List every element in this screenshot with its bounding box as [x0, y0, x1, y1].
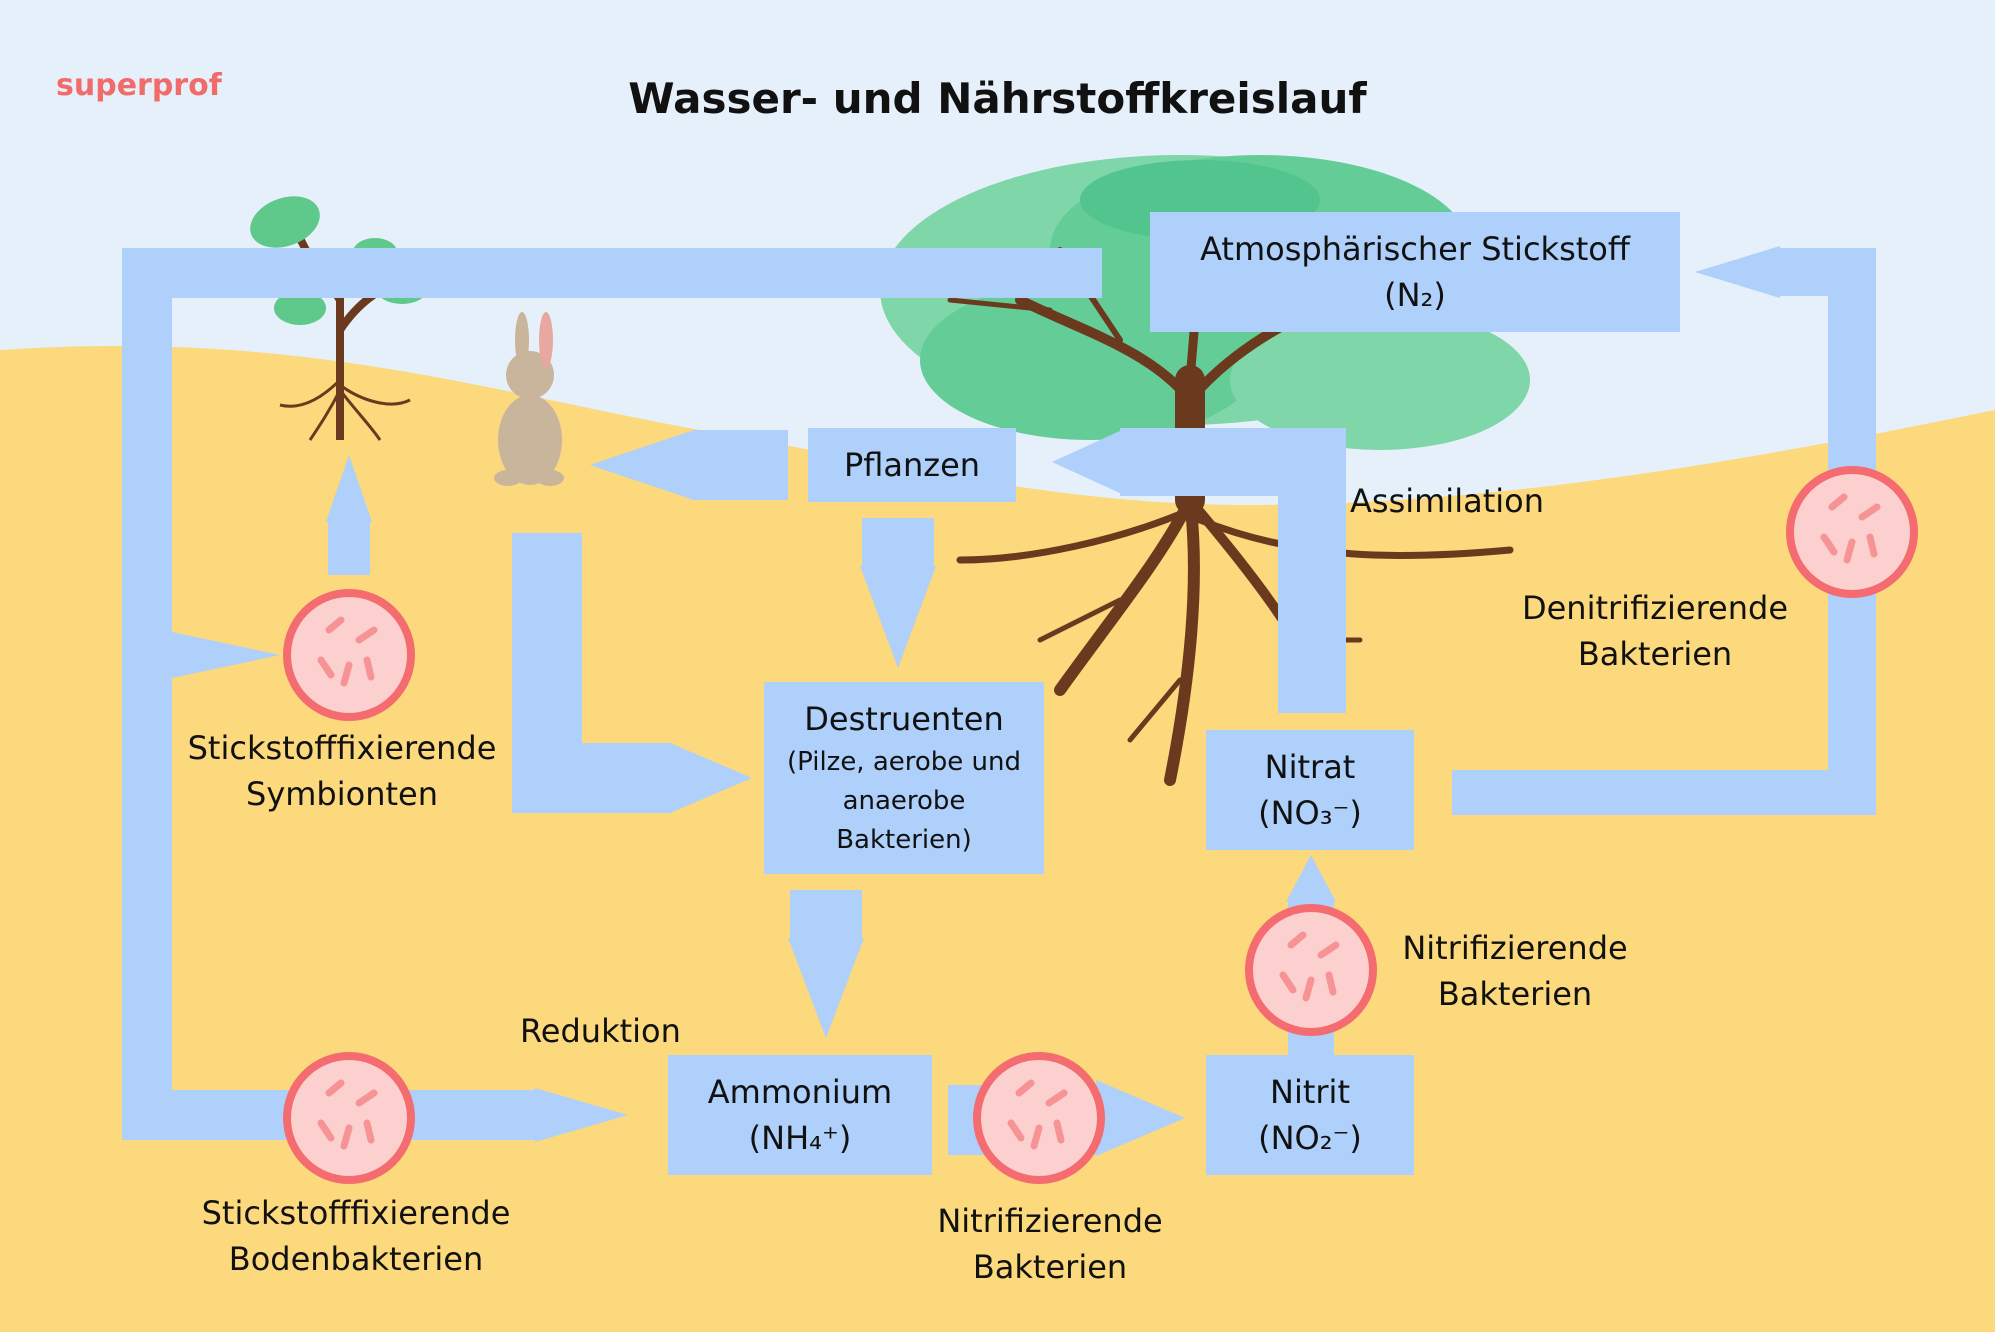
- brand-logo: superprof: [56, 68, 222, 103]
- label-nitrogen-fixing-symbionts: Stickstofffixierende Symbionten: [172, 725, 512, 818]
- box-label: Pflanzen: [843, 445, 981, 484]
- box-label: Nitrit: [1270, 1072, 1350, 1111]
- box-destruenten: Destruenten (Pilze, aerobe und anaerobe …: [764, 682, 1044, 874]
- box-nitrit: Nitrit (NO₂⁻): [1206, 1055, 1414, 1175]
- arrow-to-ammonium-head: [535, 1088, 628, 1142]
- label-denitrifying-bacteria: Denitrifizierende Bakterien: [1510, 585, 1800, 678]
- arrow-right-top: [1780, 248, 1876, 296]
- arrow-to-pflanzen-head: [1052, 430, 1122, 494]
- box-ammonium: Ammonium (NH₄⁺): [668, 1055, 932, 1175]
- box-label: Atmosphärischer Stickstoff: [1200, 229, 1630, 268]
- label-line: Bakterien: [1577, 635, 1733, 674]
- box-formula: (NO₃⁻): [1258, 794, 1362, 832]
- arrow-symb-up: [328, 520, 370, 575]
- arrow-assim-left: [1120, 428, 1346, 496]
- label-nitrogen-fixing-soil-bacteria: Stickstofffixierende Bodenbakterien: [186, 1190, 526, 1283]
- arrow-pfl-down-head: [860, 566, 936, 668]
- arrow-nitrat-right: [1452, 770, 1876, 815]
- box-atmospheric-nitrogen: Atmosphärischer Stickstoff (N₂): [1150, 212, 1680, 332]
- arrow-symb-up-head: [326, 455, 372, 522]
- box-formula: (NO₂⁻): [1258, 1119, 1362, 1157]
- rabbit: [494, 312, 564, 486]
- label-assimilation: Assimilation: [1350, 482, 1544, 520]
- box-pflanzen: Pflanzen: [808, 428, 1016, 502]
- label-nitrifying-bacteria-bottom: Nitrifizierende Bakterien: [925, 1198, 1175, 1291]
- bacteria-icon: [1245, 904, 1377, 1036]
- arrow-pfl-down: [862, 518, 934, 568]
- arrow-left-loop: [122, 248, 172, 1140]
- bacteria-icon: [283, 1052, 415, 1184]
- label-line: Stickstofffixierende: [201, 1194, 511, 1232]
- box-nitrat: Nitrat (NO₃⁻): [1206, 730, 1414, 850]
- arrow-top-loop: [122, 248, 1102, 298]
- arrow-shapes: [122, 246, 1876, 1156]
- label-line: Stickstofffixierende: [187, 729, 497, 767]
- bacteria-icon: [1786, 466, 1918, 598]
- label-nitrifying-bacteria-right: Nitrifizierende Bakterien: [1390, 925, 1640, 1018]
- box-sub: anaerobe: [842, 785, 966, 816]
- box-label: Ammonium: [707, 1072, 893, 1111]
- label-line: Symbionten: [246, 775, 438, 814]
- label-line: Bodenbakterien: [228, 1240, 484, 1279]
- label-line: Denitrifizierende: [1521, 589, 1789, 627]
- label-line: Bakterien: [972, 1248, 1128, 1287]
- arrow-destr-down-head: [788, 938, 864, 1038]
- label-reduktion: Reduktion: [520, 1012, 681, 1050]
- arrow-to-atmo-head: [1695, 246, 1780, 298]
- box-sub: (Pilze, aerobe und: [786, 746, 1022, 777]
- tree-roots: [956, 494, 1514, 786]
- arrow-to-rabbit: [692, 430, 788, 500]
- label-line: Nitrifizierende: [937, 1202, 1163, 1240]
- box-label: Destruenten: [804, 700, 1004, 739]
- bacteria-icon: [973, 1052, 1105, 1184]
- box-formula: (N₂): [1384, 276, 1446, 314]
- arrow-to-destruenten-head: [670, 743, 752, 813]
- arrow-to-symbionten-head: [172, 632, 280, 678]
- label-line: Nitrifizierende: [1402, 929, 1628, 967]
- arrow-to-rabbit-head: [590, 430, 694, 500]
- box-formula: (NH₄⁺): [748, 1119, 852, 1157]
- diagram-title: Wasser- und Nährstoffkreislauf: [628, 74, 1367, 123]
- label-line: Bakterien: [1437, 975, 1593, 1014]
- arrow-nitrit-up-head: [1286, 855, 1336, 902]
- bacteria-icons: [283, 466, 1918, 1184]
- bacteria-icon: [283, 589, 415, 721]
- arrow-amm-right-head: [1096, 1080, 1185, 1156]
- box-label: Nitrat: [1264, 747, 1356, 786]
- arrow-rabbit-right: [512, 743, 672, 813]
- box-sub: Bakterien): [836, 824, 972, 855]
- arrow-destr-down: [790, 890, 862, 940]
